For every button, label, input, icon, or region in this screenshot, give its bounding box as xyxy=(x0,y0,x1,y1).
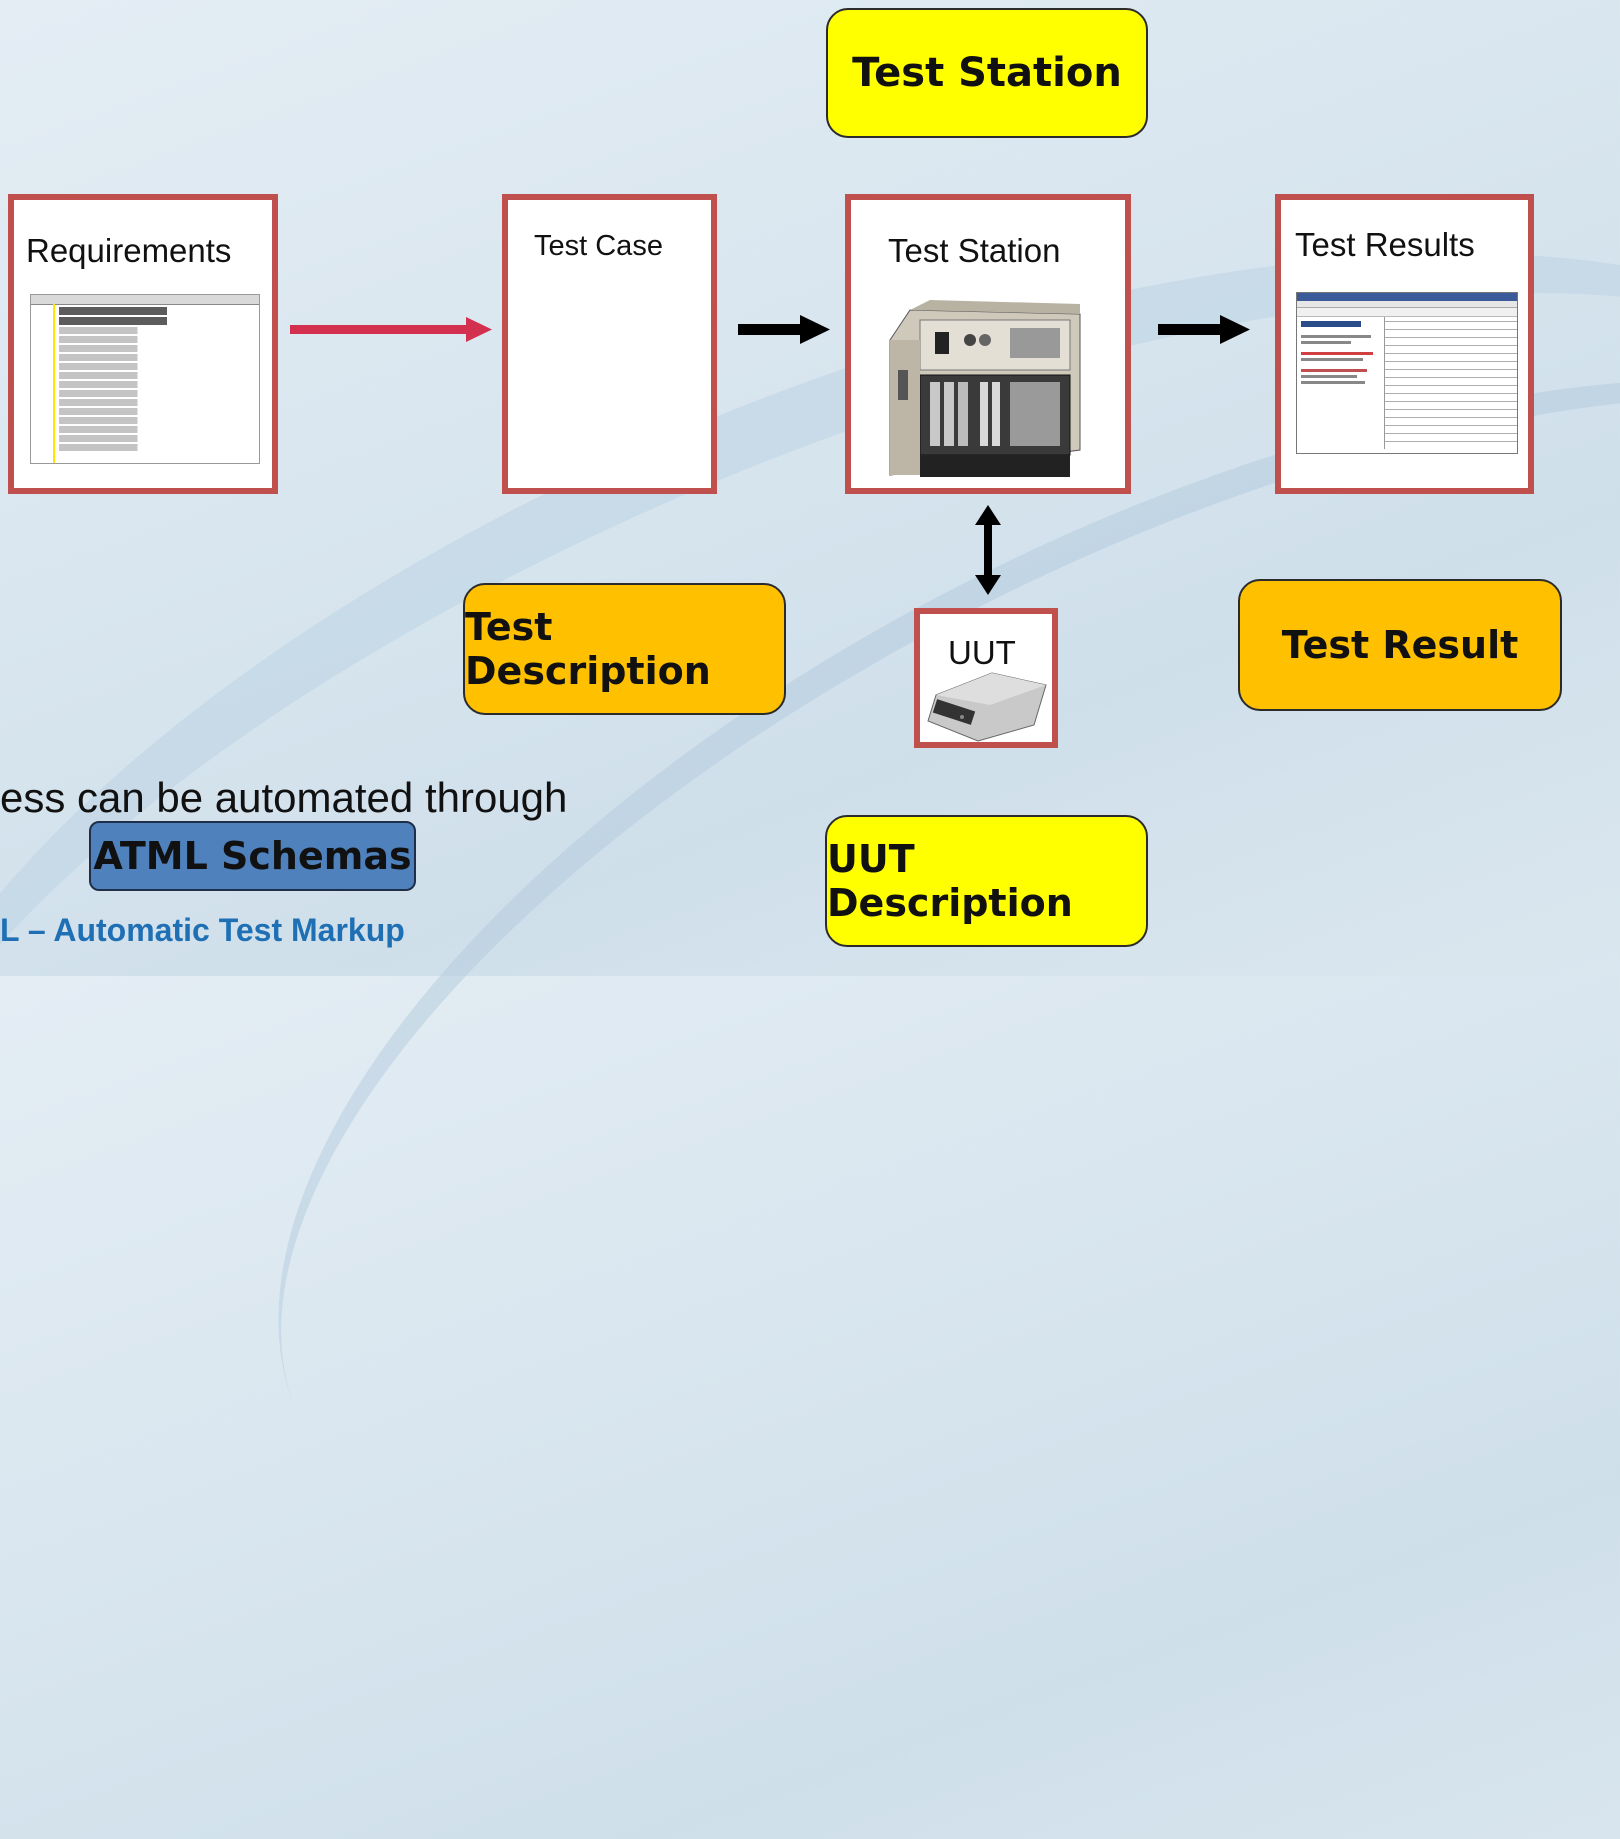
requirements-table-image xyxy=(30,294,260,464)
uut-description-label: UUT Description xyxy=(827,837,1073,925)
requirements-label: Requirements xyxy=(26,232,232,269)
arrow-test-case-to-station xyxy=(738,315,830,344)
test-result-label: Test Result xyxy=(1281,623,1519,667)
uut-description-callout: UUT Description xyxy=(825,815,1148,947)
atml-schemas-label: ATML Schemas xyxy=(93,834,412,878)
test-station-callout-label: Test Station xyxy=(852,50,1122,96)
test-results-label: Test Results xyxy=(1295,226,1475,263)
test-station-equipment-image xyxy=(889,300,1081,477)
arrow-requirements-to-test-case xyxy=(290,317,492,342)
uut-device-image xyxy=(927,672,1047,742)
test-case-label: Test Case xyxy=(534,230,663,262)
test-result-callout: Test Result xyxy=(1238,579,1562,711)
atml-schemas-box: ATML Schemas xyxy=(89,821,416,891)
atml-definition-text: L – Automatic Test Markup xyxy=(0,912,405,948)
process-automation-text: ess can be automated through xyxy=(0,774,568,821)
test-station-label: Test Station xyxy=(888,232,1061,269)
test-case-box xyxy=(502,194,717,494)
test-station-callout: Test Station xyxy=(826,8,1148,138)
test-description-callout: Test Description xyxy=(463,583,786,715)
test-report-screenshot-image xyxy=(1296,292,1518,454)
uut-label: UUT xyxy=(948,634,1016,671)
arrow-station-uut-bidirectional xyxy=(975,505,1001,595)
test-description-label: Test Description xyxy=(465,605,711,693)
arrow-station-to-results xyxy=(1158,315,1250,344)
